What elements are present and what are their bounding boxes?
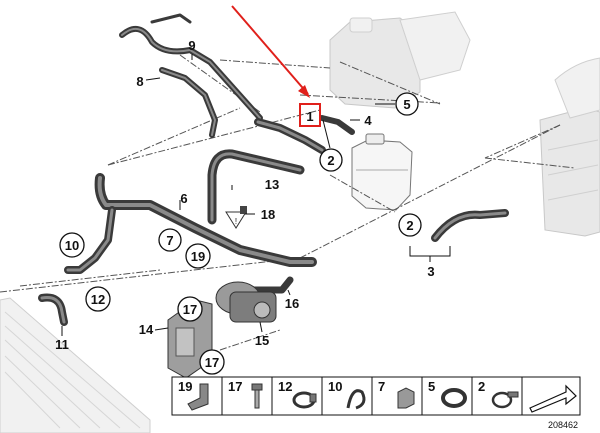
hose-10: [64, 206, 116, 274]
legend-label-17: 17: [228, 379, 242, 394]
arrow-icon: [529, 384, 577, 413]
callout-2a: 2: [327, 153, 334, 168]
clip-bracket-icon: [187, 383, 209, 411]
hose-11: [38, 293, 68, 326]
legend-label-12: 12: [278, 379, 292, 394]
hose-4-small: [319, 115, 355, 135]
callout-15: 15: [255, 333, 269, 348]
callout-5: 5: [403, 97, 410, 112]
bolt-icon: [251, 383, 263, 409]
pump-hose-16: [246, 276, 294, 294]
legend-label-19: 19: [178, 379, 192, 394]
callout-7: 7: [166, 233, 173, 248]
legend-label-2: 2: [478, 379, 485, 394]
callouts: 1 2 2 3 4 5 6 7 8 9 10 11 12 13 14 15 16…: [55, 38, 435, 375]
callout-11: 11: [55, 337, 69, 352]
callout-4: 4: [364, 113, 372, 128]
spring-clip-icon: [346, 389, 366, 410]
callout-17b: 17: [205, 355, 219, 370]
band-clamp-icon: [441, 388, 467, 408]
legend-cell-19: [171, 376, 223, 416]
callout-17a: 17: [183, 302, 197, 317]
intercooler-ghost-right: [539, 57, 600, 237]
expansion-tank: [351, 133, 413, 211]
callout-19: 19: [191, 249, 205, 264]
legend-label-5: 5: [428, 379, 435, 394]
callout-14: 14: [139, 322, 154, 337]
doc-number: 208462: [548, 420, 578, 430]
svg-text:!: !: [235, 217, 237, 226]
hose-clamp-icon: [292, 391, 317, 409]
hose-3: [431, 209, 509, 242]
callout-18: 18: [261, 207, 275, 222]
hose-6-main: [94, 173, 317, 267]
callout-13: 13: [265, 177, 279, 192]
callout-9: 9: [188, 38, 195, 53]
callout-16: 16: [285, 296, 299, 311]
parts-legend: 19 17 12 10 7 5 2: [171, 376, 581, 416]
holder-clip-icon: [397, 387, 415, 409]
legend-label-7: 7: [378, 379, 385, 394]
callout-3: 3: [427, 264, 434, 279]
callout-10: 10: [65, 238, 79, 253]
red-highlight-arrow: [231, 5, 310, 98]
hose-8: [159, 67, 218, 138]
water-pump-15: [215, 281, 277, 323]
legend-cell-17: [221, 376, 273, 416]
callout-8: 8: [136, 74, 143, 89]
callout-12: 12: [91, 292, 105, 307]
sensor-18: !: [225, 206, 247, 229]
highlight-box-part-1: [299, 103, 321, 127]
callout-6: 6: [180, 191, 187, 206]
callout-1: 1: [306, 109, 313, 124]
callout-2b: 2: [406, 218, 413, 233]
screw-clamp-icon: [491, 391, 519, 409]
assembly-lines: [0, 54, 576, 351]
hose-13: [207, 149, 305, 225]
hose-9-upper-pipe: [119, 13, 263, 121]
hose-to-part-1: [254, 118, 326, 154]
leader-lines: [61, 54, 451, 336]
expansion-tank-ghost-upper: [329, 11, 471, 109]
radiator-ghost: [0, 297, 151, 433]
legend-label-10: 10: [328, 379, 342, 394]
